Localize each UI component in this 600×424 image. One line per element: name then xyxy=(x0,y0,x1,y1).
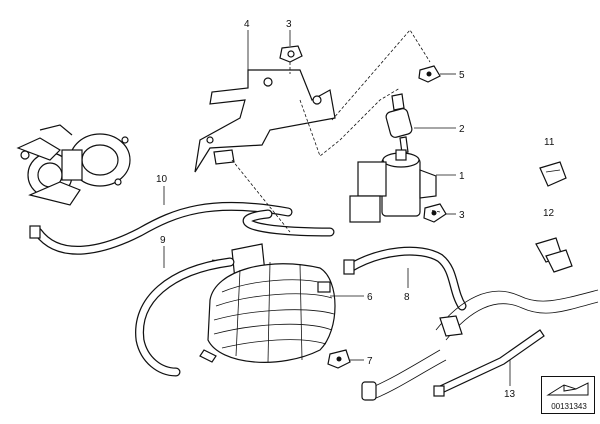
callouts: 4 3 5 2 1 3 10 9 6 8 7 11 12 13 xyxy=(156,19,555,400)
hose-8 xyxy=(343,246,467,311)
callout-3-top: 3 xyxy=(286,19,292,30)
hose-9 xyxy=(135,257,235,377)
callout-1: 1 xyxy=(459,171,465,182)
catalog-reference-box xyxy=(541,376,595,414)
callout-3-lower: 3 xyxy=(459,210,465,221)
intake-pipes xyxy=(361,289,599,401)
bracket-4 xyxy=(194,69,336,173)
callout-10: 10 xyxy=(156,174,168,185)
callout-11: 11 xyxy=(544,137,555,148)
clip-11 xyxy=(539,161,567,187)
catalog-reference-icon xyxy=(546,382,589,396)
catalog-number: 00131343 xyxy=(551,402,587,411)
vacuum-reservoir-6 xyxy=(199,243,336,363)
callout-5: 5 xyxy=(459,70,465,81)
callout-12: 12 xyxy=(543,208,555,219)
callout-8: 8 xyxy=(404,292,410,303)
callout-4: 4 xyxy=(244,19,250,30)
callout-2: 2 xyxy=(459,124,465,135)
cable-tie-13 xyxy=(433,329,545,397)
nut-3-lower xyxy=(423,203,447,223)
filter-2 xyxy=(385,93,413,154)
callout-13: 13 xyxy=(504,389,516,400)
nut-3-top xyxy=(279,45,303,63)
callout-6: 6 xyxy=(367,292,373,303)
leader-lines xyxy=(163,30,511,386)
pressure-converter-1 xyxy=(349,149,437,223)
clip-12 xyxy=(535,237,573,273)
turbocharger xyxy=(16,124,131,206)
callout-9: 9 xyxy=(160,235,166,246)
callout-7: 7 xyxy=(367,356,373,367)
hose-10 xyxy=(29,201,335,255)
nut-7 xyxy=(327,349,351,369)
nut-5 xyxy=(418,65,441,83)
